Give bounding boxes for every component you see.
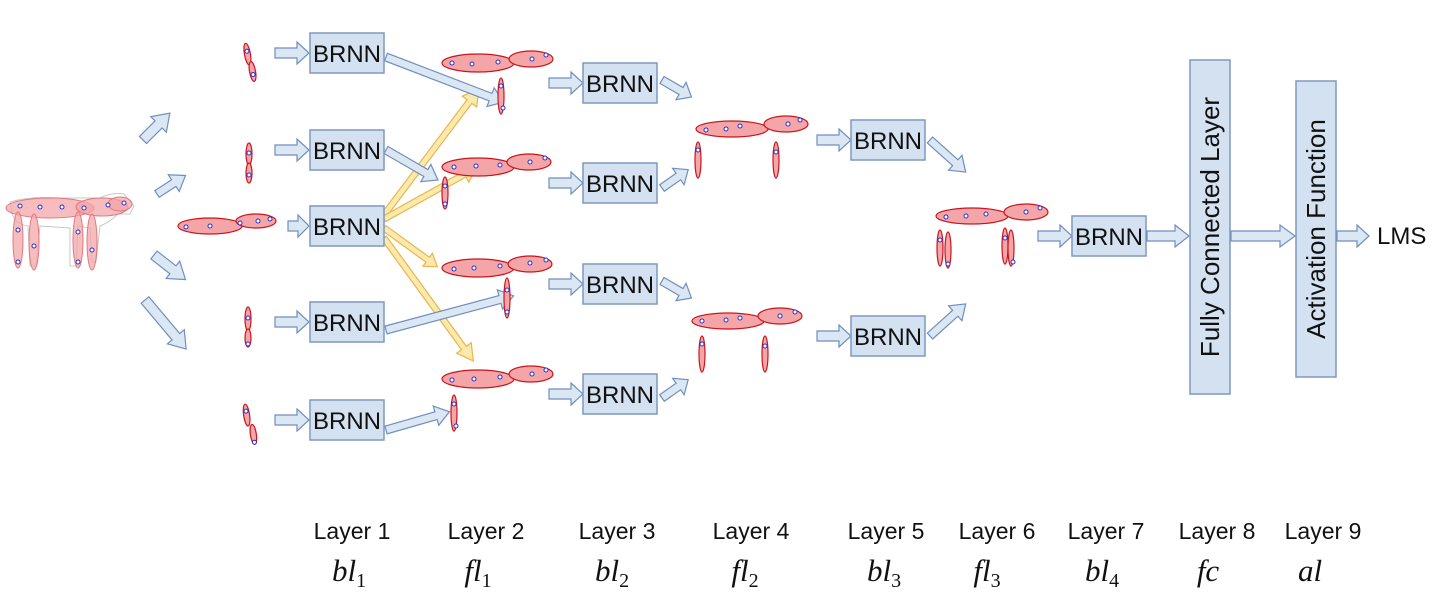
svg-text:Layer 6: Layer 6 bbox=[959, 518, 1036, 544]
layer3-brnn-boxes: BRNN BRNN BRNN BRNN bbox=[582, 62, 658, 415]
svg-text:BRNN: BRNN bbox=[586, 171, 654, 198]
layer5-brnn-boxes: BRNN BRNN bbox=[850, 119, 926, 357]
brnn-box-l5-2: BRNN bbox=[850, 315, 926, 357]
layer1-input-arrows bbox=[274, 40, 310, 433]
brnn-box-l3-1: BRNN bbox=[582, 62, 658, 104]
output-label: LMS bbox=[1377, 223, 1426, 250]
layer1-brnn-boxes: BRNN BRNN BRNN BRNN BRNN bbox=[309, 32, 385, 441]
svg-text:Activation Function: Activation Function bbox=[1301, 119, 1331, 339]
svg-text:fl3: fl3 bbox=[973, 553, 1000, 592]
brnn-box-l1-5: BRNN bbox=[309, 399, 385, 441]
brnn-box-l1-2: BRNN bbox=[309, 129, 385, 171]
layer-label-9: Layer 9 al bbox=[1285, 518, 1362, 588]
svg-text:bl1: bl1 bbox=[332, 553, 366, 592]
cow-skeleton-icon bbox=[5, 193, 135, 271]
svg-text:bl3: bl3 bbox=[867, 553, 901, 592]
layer-label-1: Layer 1 bl1 bbox=[314, 518, 391, 592]
brnn-box-l5-1: BRNN bbox=[850, 119, 926, 161]
brnn-box-l3-4: BRNN bbox=[582, 373, 658, 415]
svg-text:fc: fc bbox=[1197, 553, 1220, 588]
layer3-output-arrows bbox=[658, 75, 693, 403]
limb-segment-3 bbox=[177, 213, 277, 235]
svg-text:al: al bbox=[1298, 553, 1322, 588]
layer3-input-arrows bbox=[548, 70, 584, 407]
limb-segment-2 bbox=[245, 142, 253, 184]
svg-text:BRNN: BRNN bbox=[313, 408, 381, 435]
fused-limb-2-3 bbox=[441, 255, 553, 319]
svg-text:BRNN: BRNN bbox=[1075, 224, 1143, 251]
svg-text:Layer 2: Layer 2 bbox=[448, 518, 525, 544]
svg-text:bl4: bl4 bbox=[1085, 553, 1119, 592]
brnn-box-l1-4: BRNN bbox=[309, 301, 385, 343]
limb-segment-1 bbox=[243, 42, 257, 82]
brnn-box-l3-2: BRNN bbox=[582, 162, 658, 204]
fused-limb-2-1 bbox=[441, 50, 554, 115]
brnn-box-l1-3: BRNN bbox=[309, 205, 385, 247]
brnn-box-l1-1: BRNN bbox=[309, 32, 385, 74]
svg-text:Layer 3: Layer 3 bbox=[579, 518, 656, 544]
svg-text:BRNN: BRNN bbox=[586, 71, 654, 98]
layer5-output-arrows bbox=[926, 136, 967, 340]
fused-limb-4-2 bbox=[691, 307, 803, 373]
limb-segment-4 bbox=[244, 306, 252, 348]
output-arrow bbox=[1336, 223, 1370, 249]
svg-text:BRNN: BRNN bbox=[313, 310, 381, 337]
brnn-box-l7: BRNN bbox=[1071, 215, 1147, 257]
svg-text:BRNN: BRNN bbox=[313, 138, 381, 165]
svg-text:BRNN: BRNN bbox=[313, 41, 381, 68]
limb-segment-5 bbox=[242, 403, 258, 445]
svg-text:Layer 9: Layer 9 bbox=[1285, 518, 1362, 544]
limb-group-layer2 bbox=[441, 50, 554, 432]
svg-text:BRNN: BRNN bbox=[586, 272, 654, 299]
limb-group-input bbox=[177, 42, 277, 445]
svg-text:BRNN: BRNN bbox=[313, 214, 381, 241]
limb-group-layer4 bbox=[691, 115, 809, 373]
fused-limb-2-4 bbox=[441, 365, 554, 432]
layer5-input-arrows bbox=[816, 127, 852, 349]
svg-text:Layer 4: Layer 4 bbox=[713, 518, 790, 544]
activation-input-arrow bbox=[1230, 223, 1297, 249]
layer-label-7: Layer 7 bl4 bbox=[1068, 518, 1145, 592]
layer-label-3: Layer 3 bl2 bbox=[579, 518, 656, 592]
svg-text:BRNN: BRNN bbox=[586, 382, 654, 409]
layer-label-6: Layer 6 fl3 bbox=[959, 518, 1036, 592]
layer-label-8: Layer 8 fc bbox=[1179, 518, 1256, 588]
fused-limb-2-2 bbox=[441, 153, 552, 210]
svg-text:BRNN: BRNN bbox=[854, 128, 922, 155]
svg-text:Layer 1: Layer 1 bbox=[314, 518, 391, 544]
input-arrows bbox=[138, 112, 187, 350]
svg-text:fl2: fl2 bbox=[731, 553, 758, 592]
brnn-box-l3-3: BRNN bbox=[582, 263, 658, 305]
fc-input-arrow bbox=[1146, 223, 1190, 249]
svg-text:BRNN: BRNN bbox=[854, 324, 922, 351]
fully-connected-layer-box: Fully Connected Layer bbox=[1189, 59, 1231, 395]
svg-text:Layer 8: Layer 8 bbox=[1179, 518, 1256, 544]
layer7-input-arrow bbox=[1037, 223, 1073, 249]
svg-text:Layer 5: Layer 5 bbox=[848, 518, 925, 544]
layer-labels: Layer 1 bl1 Layer 2 fl1 Layer 3 bl2 Laye… bbox=[314, 518, 1362, 592]
limb-group-layer6 bbox=[935, 203, 1049, 269]
layer-label-5: Layer 5 bl3 bbox=[848, 518, 925, 592]
layer1-output-arrows bbox=[383, 52, 515, 435]
activation-function-box: Activation Function bbox=[1295, 80, 1337, 378]
layer-label-2: Layer 2 fl1 bbox=[448, 518, 525, 592]
fused-limb-4-1 bbox=[694, 115, 809, 179]
layer-label-4: Layer 4 fl2 bbox=[713, 518, 790, 592]
svg-text:fl1: fl1 bbox=[464, 553, 491, 592]
svg-text:bl2: bl2 bbox=[595, 553, 629, 592]
svg-text:Fully Connected Layer: Fully Connected Layer bbox=[1195, 97, 1225, 357]
svg-text:Layer 7: Layer 7 bbox=[1068, 518, 1145, 544]
